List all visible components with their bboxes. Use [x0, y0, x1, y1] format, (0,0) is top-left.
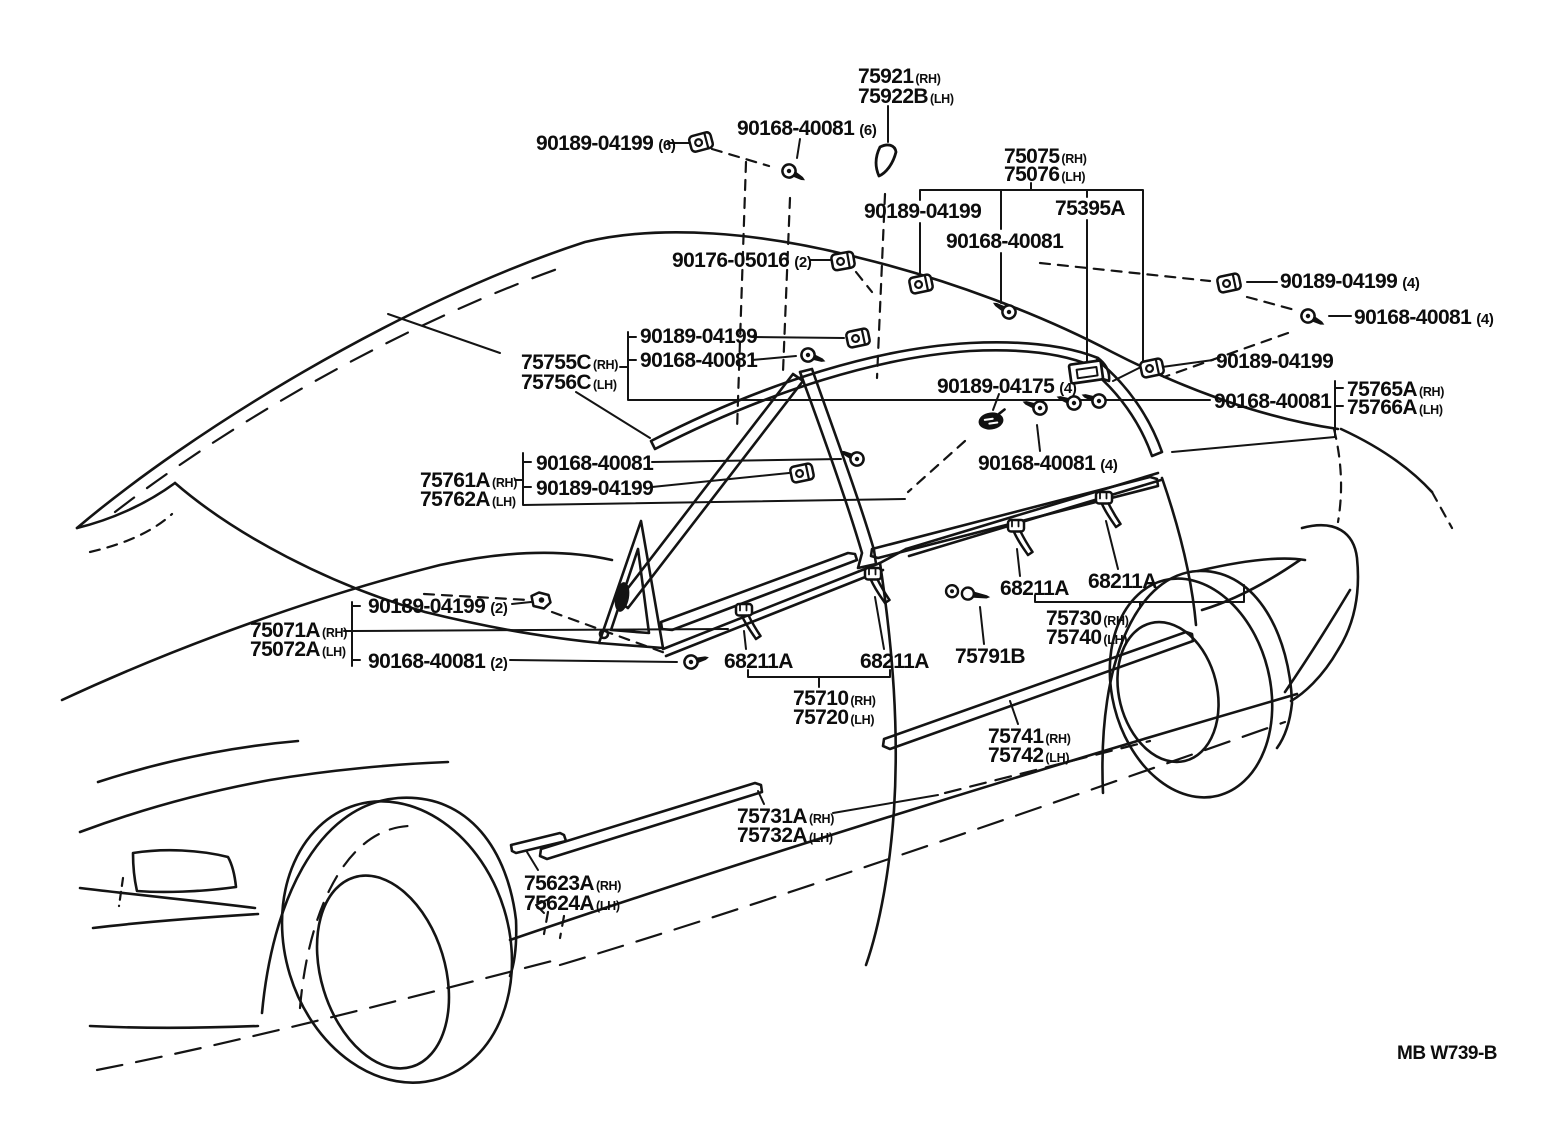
- front-door-top-edge: [661, 561, 885, 658]
- part-label-90168-40081-4c: 90168-40081(4): [978, 452, 1118, 475]
- part-label-90189-04199-2: 90189-04199(2): [368, 595, 508, 618]
- part-label-75076-lh: 75076(LH): [1004, 163, 1086, 186]
- headlight: [131, 848, 238, 894]
- part-label-75741-rh: 75741(RH): [988, 725, 1071, 748]
- character-line: [60, 551, 614, 702]
- bumper-mid-line: [91, 912, 260, 930]
- part-label-68211a-r2: 68211A: [1088, 570, 1157, 593]
- part-label-75075-rh: 75075(RH): [1004, 145, 1087, 168]
- front-wheel-rim: [315, 874, 451, 1070]
- rear-wheel-rim: [1116, 620, 1220, 764]
- part-label-68211a-r1: 68211A: [1000, 577, 1069, 600]
- part-label-90189-04199-top: 90189-04199: [864, 200, 982, 223]
- fender-top-line: [173, 481, 602, 645]
- part-label-75766a-lh: 75766A(LH): [1347, 396, 1443, 419]
- a-pillar-moulding-75761: [616, 372, 805, 610]
- car-body-outline: [60, 231, 1434, 1084]
- front-wheel-arch: [260, 796, 518, 1015]
- part-label-75791b: 75791B: [955, 645, 1026, 668]
- part-label-75755c-rh: 75755C(RH): [521, 351, 619, 374]
- part-label-75762a-lh: 75762A(LH): [420, 488, 516, 511]
- part-label-75395a: 75395A: [1055, 197, 1126, 220]
- drawing-code: MB W739-B: [1397, 1043, 1498, 1064]
- rear-bumper-crease: [1200, 558, 1302, 612]
- part-label-90168-40081-ap: 90168-40081: [536, 452, 654, 475]
- part-label-75624a-lh: 75624A(LH): [524, 892, 620, 915]
- part-label-90189-04199-ap: 90189-04199: [536, 477, 654, 500]
- part-label-75742-lh: 75742(LH): [988, 744, 1070, 767]
- part-label-90168-40081-rm: 90168-40081: [1214, 390, 1332, 413]
- part-label-90168-40081-top: 90168-40081: [946, 230, 1064, 253]
- rear-belt-moulding-75730: [869, 475, 1160, 560]
- part-label-90189-04175-4: 90189-04175(4): [937, 375, 1077, 398]
- hood-line: [96, 739, 300, 784]
- part-label-75731a-rh: 75731A(RH): [737, 805, 835, 828]
- part-label-75922b-lh: 75922B(LH): [858, 85, 954, 108]
- fender-moulding-75623: [509, 831, 568, 855]
- part-label-90168-40081-6: 90168-40081(6): [737, 117, 877, 140]
- part-label-75765a-rh: 75765A(RH): [1347, 378, 1445, 401]
- bumper-top-line: [78, 886, 257, 910]
- part-label-75921-rh: 75921(RH): [858, 65, 941, 88]
- part-label-75072a-lh: 75072A(LH): [250, 638, 346, 661]
- part-label-90189-04199-4: 90189-04199(4): [1280, 270, 1420, 293]
- part-label-75730-rh: 75730(RH): [1046, 607, 1129, 630]
- hood-edge-line: [78, 760, 450, 834]
- part-label-90189-04199-6: 90189-04199(6): [536, 132, 676, 155]
- part-label-90176-05016-2: 90176-05016(2): [672, 249, 812, 272]
- leader-lines: [343, 105, 1352, 914]
- rear-bumper: [1289, 523, 1360, 703]
- part-label-68211a-f2: 68211A: [860, 650, 929, 673]
- front-lower-moulding-75731: [538, 781, 764, 861]
- part-label-68211a-f1: 68211A: [724, 650, 793, 673]
- part-label-90189-04199-lb: 90189-04199: [640, 325, 758, 348]
- moulding-strips: [509, 341, 1195, 861]
- part-label-75623a-rh: 75623A(RH): [524, 872, 622, 895]
- rear-door-gap: [1160, 476, 1198, 627]
- roof-drip-moulding-75755: [649, 341, 1111, 451]
- part-label-75720-lh: 75720(LH): [793, 706, 875, 729]
- rear-quarter-crease: [1283, 588, 1352, 694]
- part-label-75761a-rh: 75761A(RH): [420, 469, 518, 492]
- part-label-75732a-lh: 75732A(LH): [737, 824, 833, 847]
- part-label-75740-lh: 75740(LH): [1046, 626, 1128, 649]
- bumper-bottom-line: [88, 1024, 260, 1030]
- quarter-pillar-moulding-75765: [1087, 358, 1164, 458]
- part-label-90189-04199-rm: 90189-04199: [1216, 350, 1334, 373]
- trunk-edge: [1339, 427, 1434, 494]
- part-label-90168-40081-2: 90168-40081(2): [368, 650, 508, 673]
- part-label-75071a-rh: 75071A(RH): [250, 619, 348, 642]
- b-pillar-moulding: [798, 367, 878, 570]
- part-label-90168-40081-4r: 90168-40081(4): [1354, 306, 1494, 329]
- rocker-lines: [508, 692, 1299, 942]
- cowl-line: [75, 481, 177, 530]
- front-tire: [280, 800, 514, 1084]
- rear-lower-moulding-75741: [881, 630, 1195, 751]
- rear-wheel-arch: [1101, 569, 1294, 795]
- rear-fender-top: [1196, 557, 1307, 573]
- part-label-75756c-lh: 75756C(LH): [521, 371, 617, 394]
- dashed-lines: [88, 147, 1454, 1072]
- part-label-90168-40081-lb: 90168-40081: [640, 349, 758, 372]
- part-label-75710-rh: 75710(RH): [793, 687, 876, 710]
- rear-tire: [1108, 577, 1274, 799]
